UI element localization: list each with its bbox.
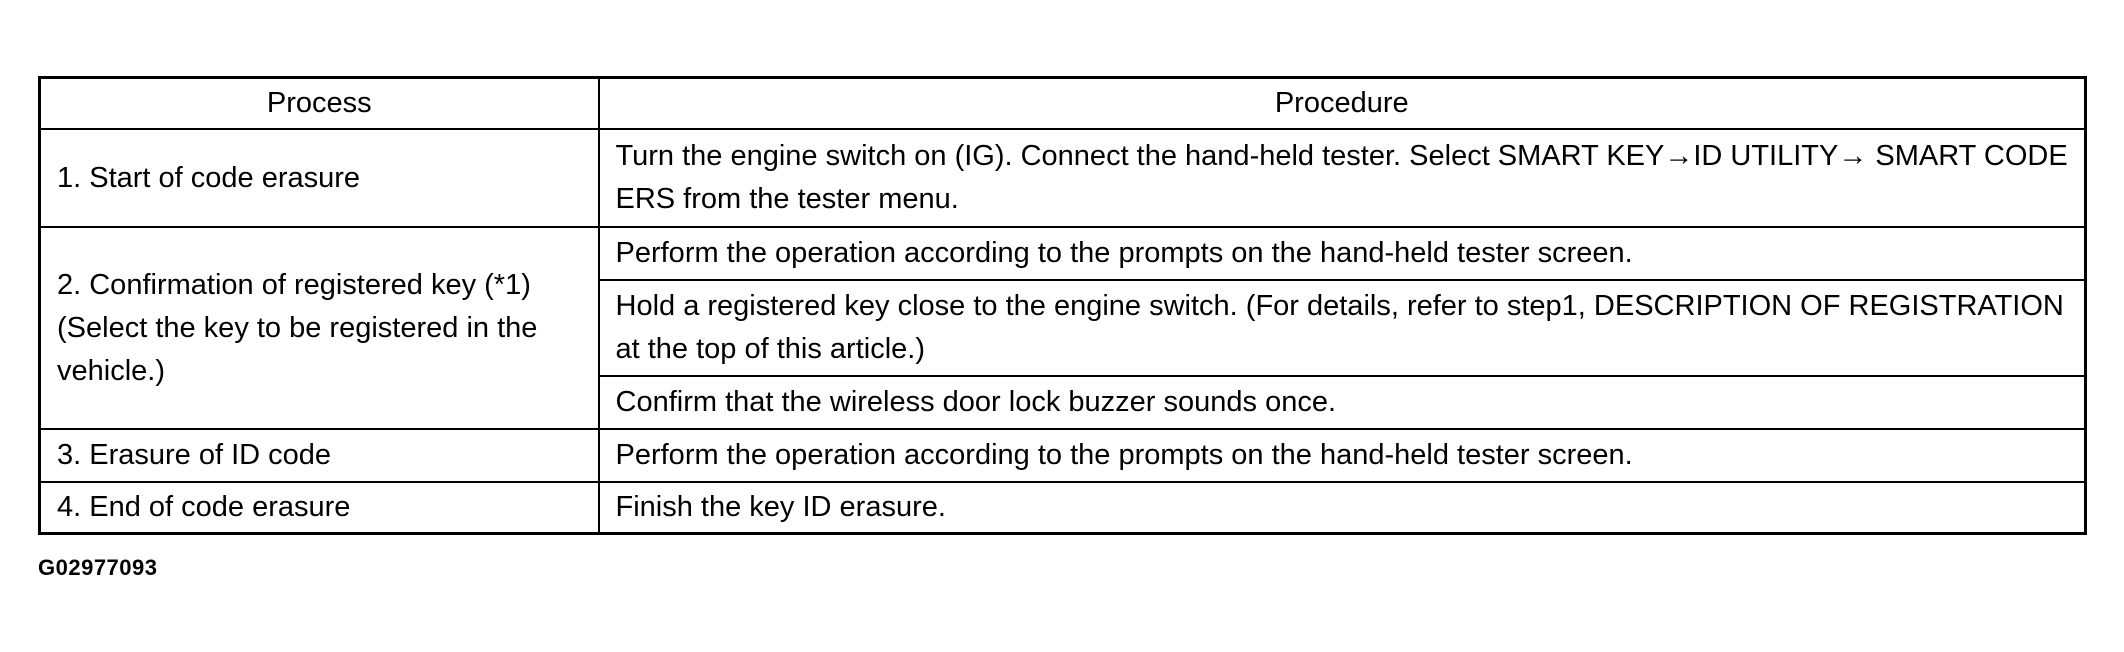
process-cell: 3. Erasure of ID code [38, 428, 600, 483]
table-row: 3. Erasure of ID code Perform the operat… [38, 428, 2087, 483]
procedure-cell: Hold a registered key close to the engin… [597, 279, 2087, 377]
process-cell: 2. Confirmation of registered key (*1) (… [38, 226, 600, 430]
table-header-row: Process Procedure [38, 76, 2087, 130]
procedure-cell: Perform the operation according to the p… [597, 226, 2087, 281]
header-process: Process [38, 76, 600, 130]
procedure-cell: Finish the key ID erasure. [597, 481, 2087, 535]
procedure-cell: Turn the engine switch on (IG). Connect … [597, 128, 2087, 228]
table-row: 1. Start of code erasure Turn the engine… [38, 128, 2087, 228]
process-line: 2. Confirmation of registered key (*1) [57, 268, 531, 301]
table-row: 2. Confirmation of registered key (*1) (… [38, 226, 2087, 430]
table-row: Hold a registered key close to the engin… [40, 279, 2087, 377]
figure-id: G02977093 [38, 555, 158, 580]
table-row: 4. End of code erasure Finish the key ID… [38, 481, 2087, 535]
procedure-table: Process Procedure 1. Start of code erasu… [38, 76, 2087, 535]
process-line: vehicle.) [57, 354, 165, 387]
process-line: (Select the key to be registered in the [57, 311, 538, 344]
process-cell: 4. End of code erasure [38, 481, 600, 535]
table-row: Confirm that the wireless door lock buzz… [40, 375, 2087, 430]
procedure-cell: Perform the operation according to the p… [597, 428, 2087, 483]
header-procedure: Procedure [597, 76, 2087, 130]
procedure-cell: Confirm that the wireless door lock buzz… [597, 375, 2087, 430]
process-cell: 1. Start of code erasure [38, 128, 600, 228]
